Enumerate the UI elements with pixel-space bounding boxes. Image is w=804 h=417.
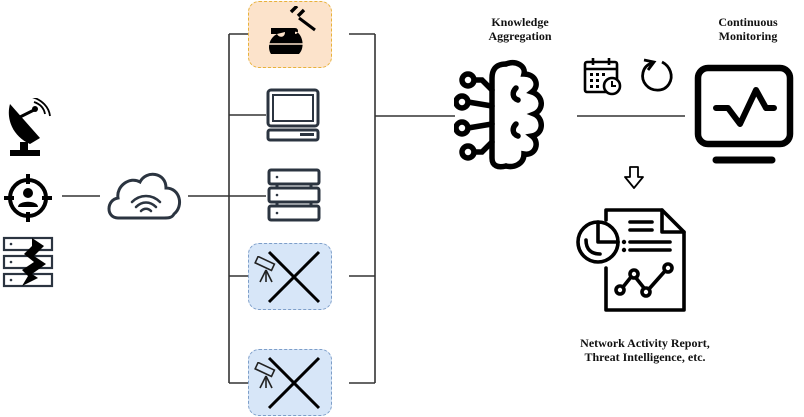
down-arrow-icon [624,166,644,189]
computer-icon [266,88,320,142]
telescope-icon [254,362,276,389]
output-label: Network Activity Report, Threat Intellig… [580,336,710,364]
brain-circuit-icon [454,60,544,170]
aggregation-label: Knowledge Aggregation [488,15,552,43]
cloud-wifi-icon [107,172,182,220]
telescope-icon [254,256,276,283]
satellite-dish-icon [8,98,51,156]
refresh-icon [641,58,673,92]
honeypot-icon [269,6,316,54]
monitor-pulse-icon [694,64,794,164]
server-rack-icon [267,168,321,222]
disabled-cross-icon [267,250,321,304]
server-attack-icon [2,236,54,288]
report-document-icon [576,208,686,312]
monitoring-label: Continuous Monitoring [718,15,778,43]
calendar-clock-icon [583,58,622,96]
target-user-icon [4,174,52,222]
disabled-cross-icon [267,356,321,410]
